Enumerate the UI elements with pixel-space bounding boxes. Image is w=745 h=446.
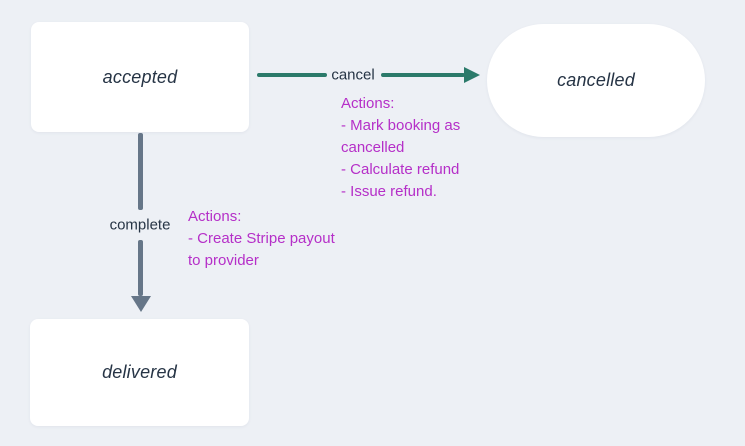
cancel-edge-segment-left — [257, 73, 327, 77]
action-line: - Calculate refund — [341, 161, 460, 178]
state-node-cancelled: cancelled — [487, 24, 705, 137]
state-label-cancelled: cancelled — [557, 70, 635, 90]
cancel-actions-annotation: Actions: - Mark booking as cancelled - C… — [341, 93, 460, 203]
action-line: to provider — [188, 252, 259, 269]
complete-edge-segment-top — [138, 133, 143, 210]
action-line: - Mark booking as — [341, 117, 461, 134]
transition-label-complete: complete — [109, 216, 171, 234]
action-line: Actions: — [341, 95, 395, 112]
complete-edge-segment-bottom — [138, 240, 143, 296]
arrowhead-right-icon — [464, 67, 480, 83]
transition-label-cancel: cancel — [331, 66, 375, 84]
cancel-edge-segment-right — [381, 73, 465, 77]
state-label-delivered: delivered — [102, 362, 177, 382]
state-node-delivered: delivered — [30, 319, 249, 426]
complete-actions-annotation: Actions: - Create Stripe payout to provi… — [188, 206, 335, 272]
action-line: cancelled — [341, 139, 405, 156]
state-node-accepted: accepted — [31, 22, 249, 132]
arrowhead-down-icon — [131, 296, 151, 312]
action-line: - Create Stripe payout — [188, 230, 335, 247]
action-line: Actions: — [188, 208, 242, 225]
action-line: - Issue refund. — [341, 183, 437, 200]
state-label-accepted: accepted — [102, 66, 178, 87]
